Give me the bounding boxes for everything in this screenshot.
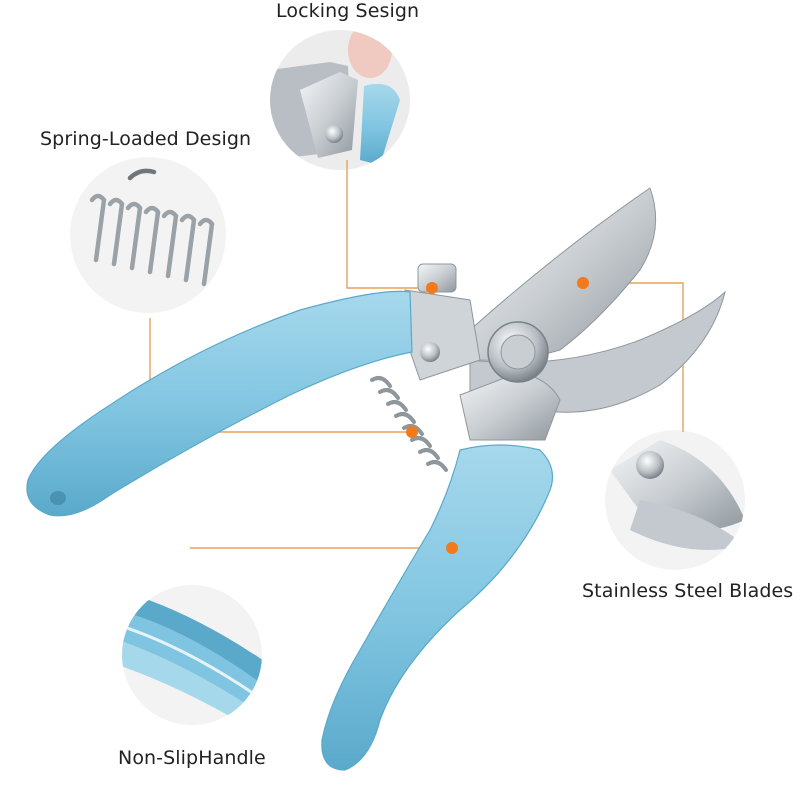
callout-label-blades: Stainless Steel Blades: [582, 580, 794, 602]
dot-blades: [577, 277, 589, 289]
dot-locking: [426, 282, 438, 294]
detail-circle-handle: [122, 585, 262, 725]
detail-circle-blades: [605, 430, 745, 570]
detail-circle-locking: [270, 30, 410, 170]
spring: [370, 376, 448, 472]
dot-handle: [446, 542, 458, 554]
callout-label-handle: Non-SlipHandle: [118, 747, 266, 769]
pruning-shears: [26, 187, 726, 771]
dot-spring: [406, 426, 418, 438]
callout-label-spring: Spring-Loaded Design: [40, 128, 252, 150]
lower-handle: [321, 444, 554, 771]
detail-circle-spring: [70, 157, 226, 313]
callout-dots: [406, 277, 589, 554]
upper-handle: [26, 290, 413, 517]
callout-label-locking: Locking Sesign: [276, 0, 420, 22]
